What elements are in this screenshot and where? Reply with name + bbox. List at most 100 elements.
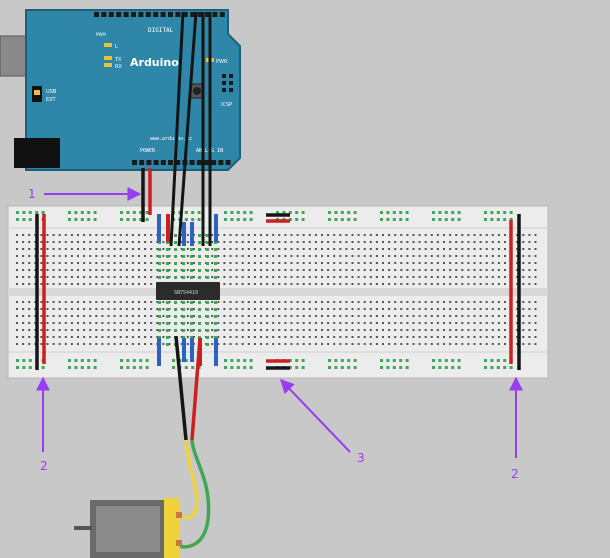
breadboard-hole: [156, 301, 159, 303]
breadboard-hole: [327, 255, 330, 257]
rail-hole: [145, 211, 149, 214]
rail-hole: [432, 359, 435, 362]
rail-hole: [230, 359, 234, 362]
breadboard-hole: [296, 336, 299, 338]
breadboard-hole: [46, 241, 49, 243]
breadboard-hole: [400, 283, 403, 285]
connected-hole: [214, 329, 217, 332]
breadboard-hole: [107, 343, 110, 345]
breadboard-hole: [455, 322, 458, 324]
breadboard-hole: [217, 234, 220, 236]
rail-hole: [236, 359, 240, 362]
breadboard-hole: [333, 241, 336, 243]
breadboard-hole: [400, 248, 403, 250]
digital-label: DIGITAL: [148, 27, 174, 34]
breadboard-channel: [8, 288, 548, 296]
breadboard-hole: [467, 241, 470, 243]
rail-hole: [444, 218, 448, 221]
rail-hole: [74, 211, 78, 214]
breadboard-hole: [449, 255, 452, 257]
breadboard-hole: [229, 241, 232, 243]
connected-hole: [158, 255, 161, 258]
rail-hole: [41, 211, 45, 214]
breadboard-hole: [46, 276, 49, 278]
connected-hole: [166, 276, 169, 279]
breadboard-hole: [388, 262, 391, 264]
rail-hole: [438, 218, 442, 221]
annotation-2a-label: 2: [40, 459, 48, 473]
breadboard-hole: [22, 283, 25, 285]
breadboard-hole: [516, 315, 519, 317]
breadboard-hole: [64, 343, 67, 345]
breadboard-hole: [229, 262, 232, 264]
breadboard-hole: [528, 241, 531, 243]
rail-hole: [328, 359, 331, 362]
rail-hole: [120, 211, 123, 214]
breadboard-hole: [150, 234, 153, 236]
breadboard-hole: [522, 329, 525, 331]
connected-hole: [190, 248, 193, 251]
breadboard-hole: [449, 322, 452, 324]
breadboard-hole: [296, 255, 299, 257]
rail-hole: [380, 366, 383, 369]
rail-hole: [457, 211, 461, 214]
breadboard-hole: [83, 322, 86, 324]
breadboard-hole: [400, 241, 403, 243]
rail-hole: [386, 218, 390, 221]
breadboard-hole: [534, 234, 537, 236]
breadboard-hole: [64, 276, 67, 278]
breadboard-hole: [339, 315, 342, 317]
breadboard-hole: [443, 255, 445, 257]
breadboard-hole: [266, 234, 269, 236]
breadboard-hole: [424, 301, 427, 303]
rail-hole: [139, 359, 143, 362]
breadboard-hole: [217, 315, 220, 317]
breadboard-hole: [461, 315, 464, 317]
connected-hole: [166, 262, 169, 265]
breadboard-hole: [418, 329, 421, 331]
breadboard-hole: [107, 241, 110, 243]
breadboard-hole: [534, 241, 537, 243]
breadboard-hole: [357, 301, 360, 303]
breadboard-hole: [266, 308, 269, 310]
breadboard-hole: [491, 269, 494, 271]
breadboard-hole: [382, 234, 384, 236]
breadboard-hole: [241, 248, 244, 250]
rail-hole: [438, 359, 442, 362]
breadboard-hole: [388, 255, 391, 257]
rail-hole: [301, 218, 305, 221]
rail-hole: [444, 211, 448, 214]
breadboard-hole: [22, 329, 25, 331]
breadboard-hole: [58, 308, 61, 310]
breadboard-hole: [430, 255, 433, 257]
breadboard-hole: [89, 315, 92, 317]
breadboard-hole: [77, 248, 79, 250]
icsp-label: ICSP: [221, 102, 232, 108]
breadboard-hole: [363, 329, 366, 331]
connected-hole: [166, 255, 169, 258]
motor-wire-yellow: [177, 439, 199, 520]
breadboard-hole: [70, 315, 73, 317]
breadboard-hole: [272, 301, 275, 303]
breadboard-hole: [479, 329, 482, 331]
connected-hole: [158, 276, 161, 279]
breadboard-hole: [333, 262, 336, 264]
breadboard-hole: [504, 269, 506, 271]
breadboard-hole: [260, 308, 262, 310]
rail-hole: [301, 211, 305, 214]
breadboard-hole: [302, 329, 305, 331]
breadboard-hole: [424, 315, 427, 317]
breadboard-hole: [357, 329, 360, 331]
breadboard-hole: [52, 234, 55, 236]
breadboard-hole: [467, 262, 470, 264]
breadboard-hole: [125, 255, 128, 257]
breadboard-hole: [296, 241, 299, 243]
breadboard-hole: [107, 248, 110, 250]
breadboard-hole: [125, 343, 128, 345]
breadboard-hole: [223, 255, 226, 257]
breadboard-hole: [339, 343, 342, 345]
breadboard-hole: [95, 315, 98, 317]
breadboard-hole: [327, 283, 330, 285]
breadboard-hole: [162, 315, 165, 317]
breadboard-hole: [327, 343, 330, 345]
